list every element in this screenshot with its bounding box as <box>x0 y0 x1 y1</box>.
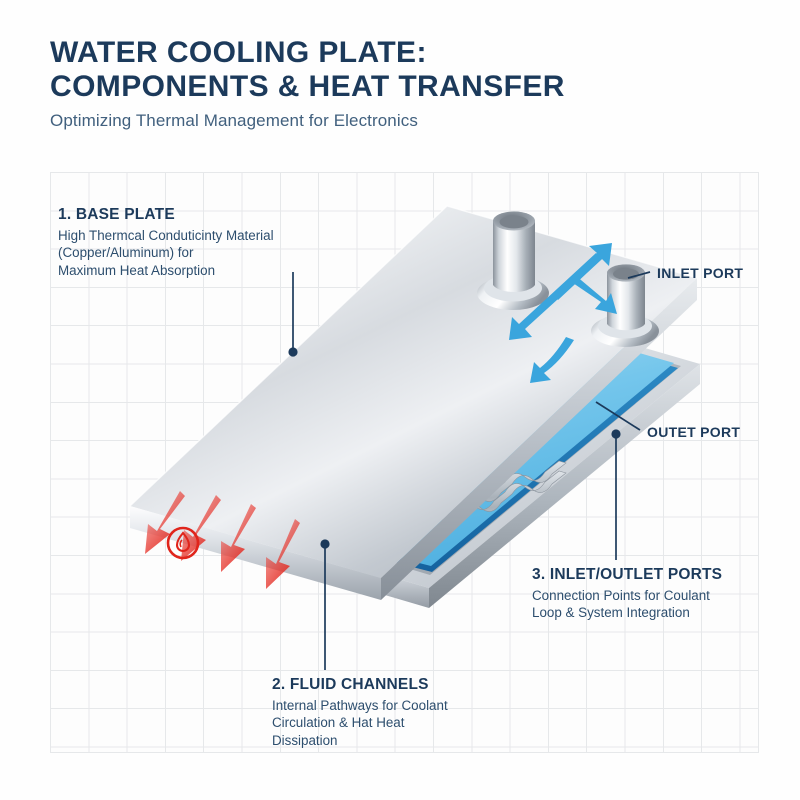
annotation-body: Internal Pathways for Coolant Circulatio… <box>272 697 448 750</box>
outlet-port-label: OUTET PORT <box>647 424 741 440</box>
annotation-body-line: Connection Points for Coulant <box>532 587 710 603</box>
annotation-base-plate: 1. BASE PLATE High Thermcal Conduticinty… <box>58 206 274 280</box>
annotation-body: Connection Points for Coulant Loop & Sys… <box>532 587 722 623</box>
annotation-title: 1. BASE PLATE <box>58 206 175 223</box>
annotation-body-line: Dissipation <box>272 733 338 749</box>
annotation-title: 3. INLET/OUTLET PORTS <box>532 566 723 583</box>
annotation-body-line: Loop & System Integration <box>532 605 690 621</box>
page-title-line-1: WATER COOLING PLATE: <box>50 36 427 69</box>
page-title-line-2: COMPONENTS & HEAT TRANSFER <box>50 69 565 103</box>
annotation-title: 2. FLUID CHANNELS <box>272 676 429 693</box>
inlet-port-label: INLET PORT <box>657 265 744 281</box>
header: WATER COOLING PLATE: COMPONENTS & HEAT T… <box>50 36 750 131</box>
annotation-body-line: Internal Pathways for Coolant <box>272 697 448 713</box>
annotation-fluid-channels: 2. FLUID CHANNELS Internal Pathways for … <box>272 676 448 750</box>
annotation-body-line: (Copper/Aluminum) for <box>58 245 194 261</box>
page-subtitle: Optimizing Thermal Management for Electr… <box>50 110 418 130</box>
annotation-body-line: Circulation & Hat Heat <box>272 715 405 731</box>
annotation-body-line: Maximum Heat Absorption <box>58 263 216 279</box>
annotation-body-line: High Thermcal Conduticinty Material <box>58 227 274 243</box>
annotation-body: High Thermcal Conduticinty Material (Cop… <box>58 227 274 280</box>
annotation-inlet-outlet-ports: 3. INLET/OUTLET PORTS Connection Points … <box>532 566 722 622</box>
